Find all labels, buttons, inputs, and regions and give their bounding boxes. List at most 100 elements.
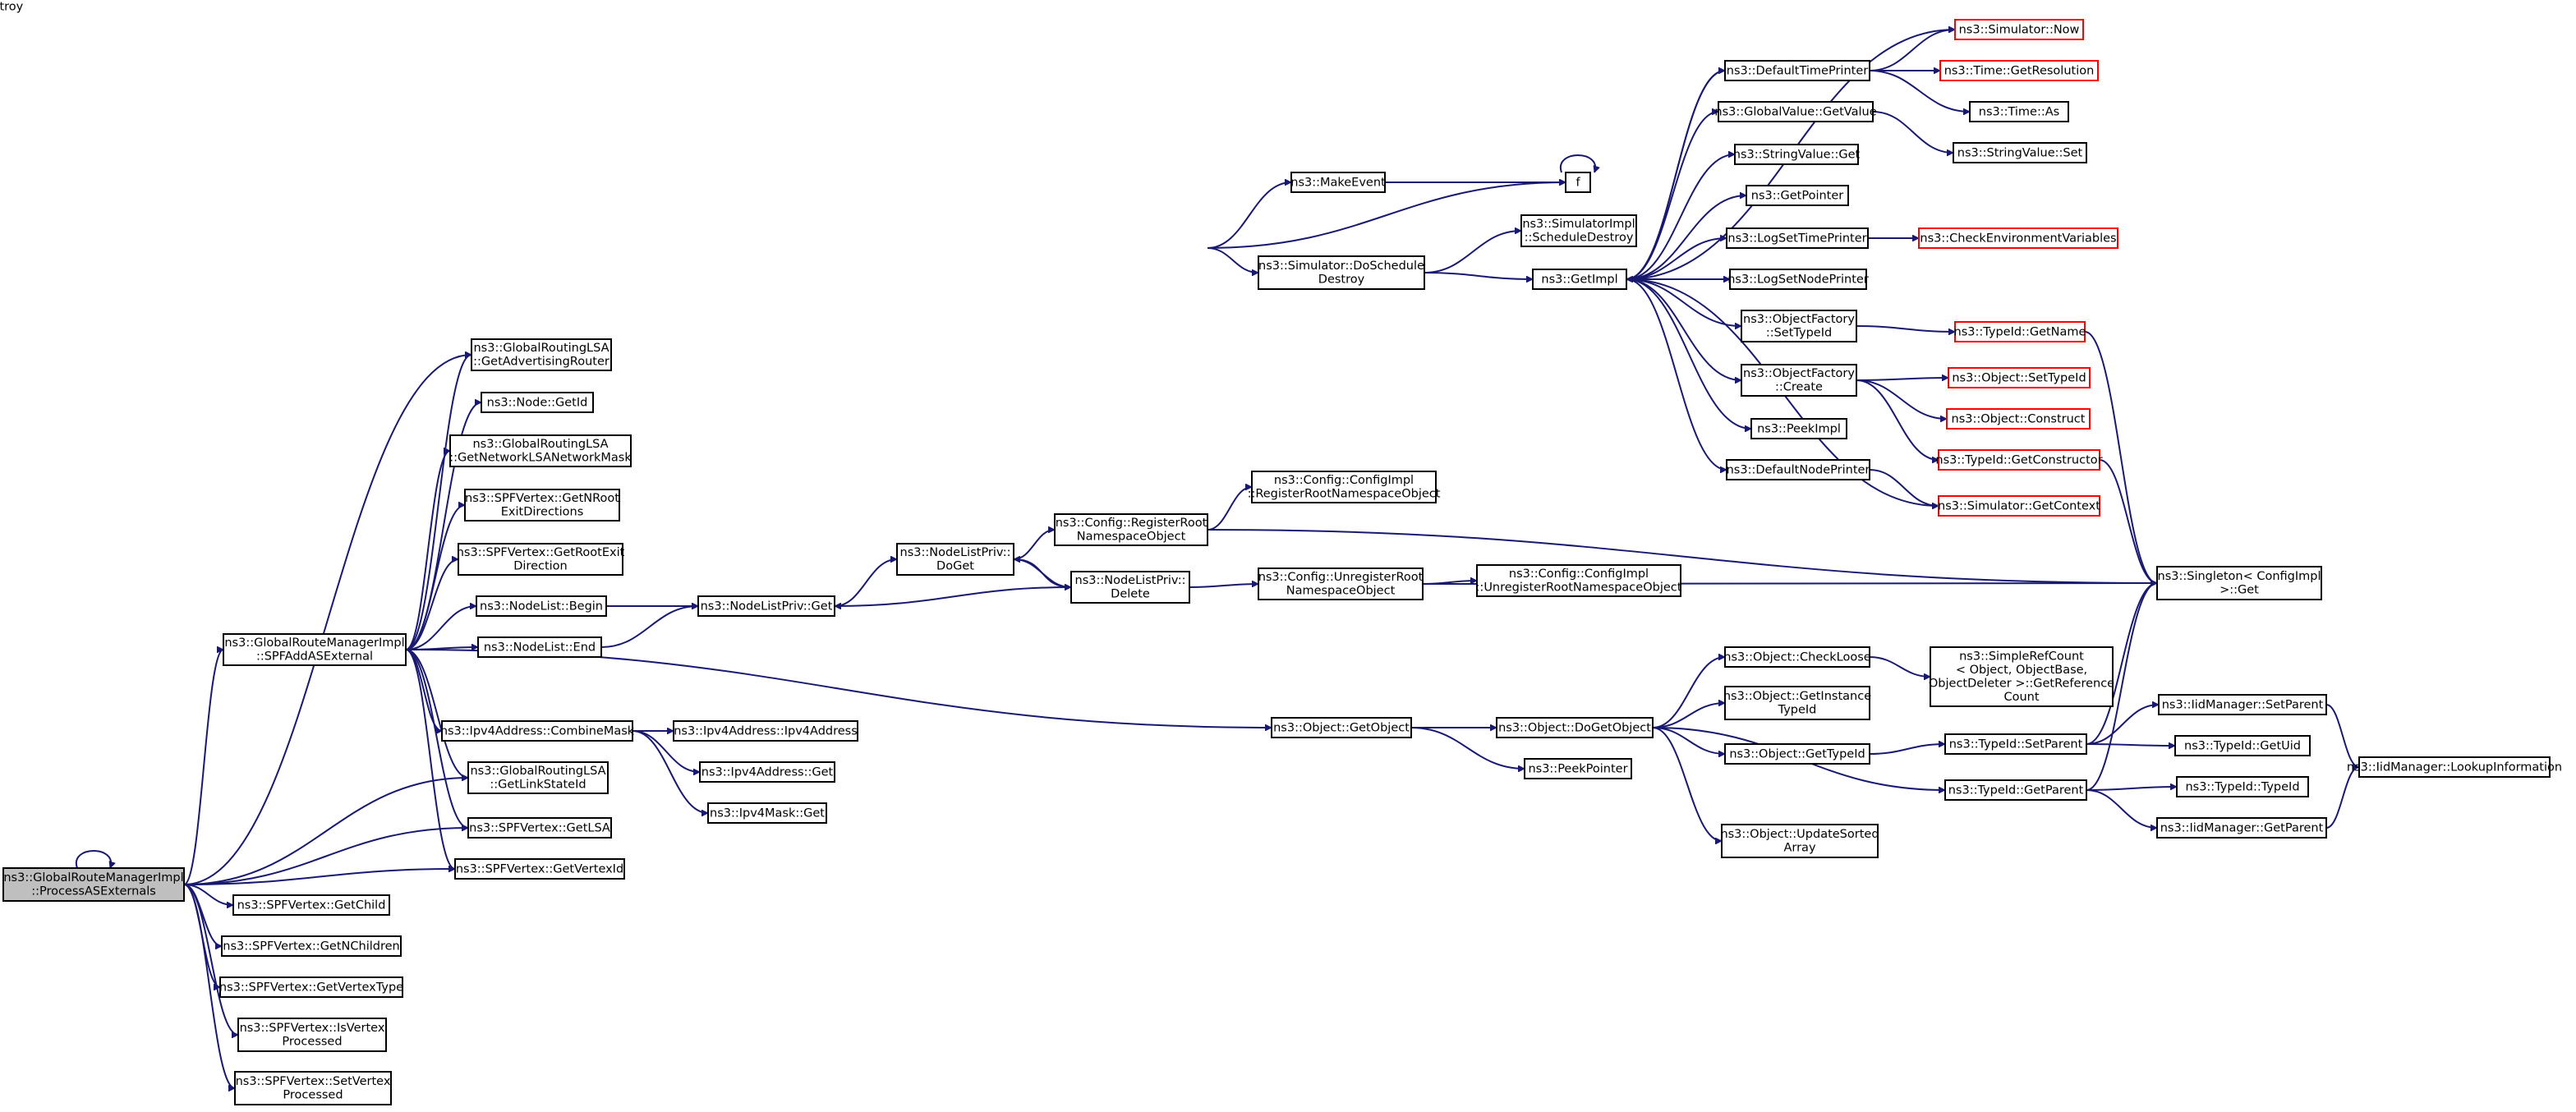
- node-svget[interactable]: ns3::StringValue::Get: [1733, 144, 1861, 165]
- node-timeas[interactable]: ns3::Time::As: [1969, 101, 2069, 122]
- node-box: [467, 761, 609, 794]
- node-tidgetparent[interactable]: ns3::TypeId::GetParent: [1944, 779, 2087, 801]
- node-getimpl[interactable]: ns3::GetImpl: [1532, 269, 1627, 290]
- node-checkloose[interactable]: ns3::Object::CheckLoose: [1723, 646, 1871, 668]
- node-lookupinfo[interactable]: ns3::IidManager::LookupInformation: [2347, 756, 2562, 778]
- node-box: [1724, 686, 1870, 720]
- node-getpointer[interactable]: ns3::GetPointer: [1746, 185, 1849, 206]
- node-label: ns3::NodeListPriv::: [900, 546, 1011, 559]
- node-nlend[interactable]: ns3::NodeList::End: [477, 636, 602, 658]
- node-getobject[interactable]: ns3::Object::GetObject: [1271, 717, 1412, 738]
- node-iidsetparent[interactable]: ns3::IidManager::SetParent: [2158, 694, 2327, 715]
- node-label: ::ScheduleDestroy: [1525, 232, 1634, 245]
- node-objsettid[interactable]: ns3::Object::SetTypeId: [1948, 367, 2091, 388]
- node-box: [1258, 567, 1424, 600]
- node-label: ns3::SimpleRefCount: [1959, 650, 2084, 664]
- node-spfadd[interactable]: ns3::GlobalRouteManagerImpl::SPFAddASExt…: [223, 633, 407, 666]
- node-root[interactable]: ns3::GlobalRouteManagerImpl::ProcessASEx…: [2, 867, 185, 902]
- node-ipv4addr[interactable]: ns3::Ipv4Address::Ipv4Address: [673, 720, 858, 742]
- node-label: ns3::GlobalRoutingLSA: [472, 438, 608, 451]
- call-edge: [1424, 231, 1521, 273]
- node-cfgregroot[interactable]: ns3::Config::ConfigImpl::RegisterRootNam…: [1248, 471, 1441, 503]
- node-label: Processed: [282, 1036, 342, 1049]
- node-label: ns3::SPFVertex::IsVertex: [240, 1022, 385, 1035]
- node-nlpdelete[interactable]: ns3::NodeListPriv::Delete: [1070, 571, 1190, 604]
- node-label: ns3::SPFVertex::GetLSA: [469, 821, 610, 834]
- node-nlpdoget[interactable]: ns3::NodeListPriv::DoGet: [896, 543, 1014, 576]
- node-cfgunreg[interactable]: ns3::Config::ConfigImpl::UnregisterRootN…: [1476, 564, 1682, 597]
- node-dogetobject[interactable]: ns3::Object::DoGetObject: [1496, 717, 1654, 738]
- node-tidtypeid[interactable]: ns3::TypeId::TypeId: [2176, 776, 2309, 797]
- node-objgettypeid[interactable]: ns3::Object::GetTypeId: [1724, 743, 1870, 765]
- node-logsetnode[interactable]: ns3::LogSetNodePrinter: [1727, 269, 1869, 290]
- node-nlpget[interactable]: ns3::NodeListPriv::Get: [697, 595, 835, 617]
- node-tidgetuid[interactable]: ns3::TypeId::GetUid: [2174, 735, 2311, 756]
- node-simgetctx[interactable]: ns3::Simulator::GetContext: [1938, 495, 2100, 517]
- node-box: [2176, 776, 2309, 797]
- node-peekimpl[interactable]: ns3::PeekImpl: [1750, 418, 1847, 439]
- node-box: [1750, 418, 1847, 439]
- node-ipv4maskget[interactable]: ns3::Ipv4Mask::Get: [707, 802, 827, 824]
- node-label: ns3::Object::GetInstance: [1723, 690, 1871, 703]
- node-label: Destroy: [1318, 273, 1365, 287]
- node-scheddestroy[interactable]: ns3::Simulator::ScheduleDestroy: [0, 0, 75, 14]
- node-checkenv[interactable]: ns3::CheckEnvironmentVariables: [1918, 227, 2118, 249]
- node-logsettime[interactable]: ns3::LogSetTimePrinter: [1726, 227, 1869, 249]
- call-edge: [1869, 744, 1945, 755]
- node-nlbegin[interactable]: ns3::NodeList::Begin: [476, 595, 607, 617]
- node-getadvrouter[interactable]: ns3::GlobalRoutingLSA::GetAdvertisingRou…: [471, 338, 612, 371]
- node-objconstruct[interactable]: ns3::Object::Construct: [1946, 408, 2091, 430]
- node-getvertextype[interactable]: ns3::SPFVertex::GetVertexType: [219, 976, 403, 998]
- node-singletonget[interactable]: ns3::Singleton< ConfigImpl>::Get: [2156, 566, 2322, 600]
- node-regroot[interactable]: ns3::Config::RegisterRootNamespaceObject: [1054, 513, 1208, 546]
- node-label: ns3::Simulator::Now: [1959, 23, 2080, 36]
- node-ipv4get[interactable]: ns3::Ipv4Address::Get: [699, 761, 835, 783]
- node-getchild[interactable]: ns3::SPFVertex::GetChild: [232, 894, 390, 916]
- node-svset[interactable]: ns3::StringValue::Set: [1953, 142, 2087, 163]
- call-edge: [1626, 70, 1726, 279]
- node-label: ns3::Simulator::DoSchedule: [1258, 260, 1424, 273]
- node-getvertexid[interactable]: ns3::SPFVertex::GetVertexId: [454, 858, 625, 880]
- node-simplerefcount[interactable]: ns3::SimpleRefCount< Object, ObjectBase,…: [1929, 646, 2114, 707]
- node-gvgetvalue[interactable]: ns3::GlobalValue::GetValue: [1714, 101, 1877, 122]
- node-iidgetparent[interactable]: ns3::IidManager::GetParent: [2156, 817, 2327, 839]
- node-defnodeprinter[interactable]: ns3::DefaultNodePrinter: [1726, 459, 1870, 480]
- node-getnetmask[interactable]: ns3::GlobalRoutingLSA::GetNetworkLSANetw…: [449, 434, 632, 467]
- node-tidgetname[interactable]: ns3::TypeId::GetName: [1954, 321, 2086, 342]
- node-ofcreate[interactable]: ns3::ObjectFactory::Create: [1741, 364, 1857, 397]
- node-deftimeprinter[interactable]: ns3::DefaultTimePrinter: [1724, 60, 1870, 81]
- node-getlinkstateid[interactable]: ns3::GlobalRoutingLSA::GetLinkStateId: [467, 761, 609, 794]
- node-label: ns3::Ipv4Address::Ipv4Address: [674, 724, 858, 738]
- node-nodegetid[interactable]: ns3::Node::GetId: [481, 392, 594, 413]
- node-unregroot[interactable]: ns3::Config::UnregisterRootNamespaceObje…: [1258, 567, 1424, 600]
- node-label: ns3::TypeId::SetParent: [1949, 738, 2083, 751]
- node-getnchildren[interactable]: ns3::SPFVertex::GetNChildren: [221, 935, 402, 957]
- call-edge: [1869, 30, 1955, 71]
- node-f[interactable]: f: [1565, 172, 1591, 193]
- call-edge: [1652, 657, 1726, 728]
- node-label: ns3::Ipv4Mask::Get: [710, 806, 825, 820]
- node-box: [1718, 101, 1874, 122]
- call-edge: [1856, 379, 1939, 460]
- node-peekpointer[interactable]: ns3::PeekPointer: [1524, 758, 1632, 779]
- node-makeevent[interactable]: ns3::MakeEvent: [1290, 172, 1386, 193]
- call-edge: [405, 606, 476, 650]
- node-simnow[interactable]: ns3::Simulator::Now: [1954, 19, 2084, 40]
- node-tidsetparent[interactable]: ns3::TypeId::SetParent: [1944, 733, 2087, 755]
- node-tidgetctor[interactable]: ns3::TypeId::GetConstructor: [1935, 449, 2103, 471]
- node-box: [1271, 717, 1412, 738]
- node-simimplsched[interactable]: ns3::SimulatorImpl::ScheduleDestroy: [1520, 214, 1637, 247]
- node-combinemask[interactable]: ns3::Ipv4Address::CombineMask: [440, 720, 635, 742]
- node-getlsa[interactable]: ns3::SPFVertex::GetLSA: [467, 817, 612, 839]
- call-edge: [183, 778, 468, 885]
- node-timegetres[interactable]: ns3::Time::GetResolution: [1939, 60, 2099, 81]
- node-ofsettid[interactable]: ns3::ObjectFactory::SetTypeId: [1741, 310, 1857, 342]
